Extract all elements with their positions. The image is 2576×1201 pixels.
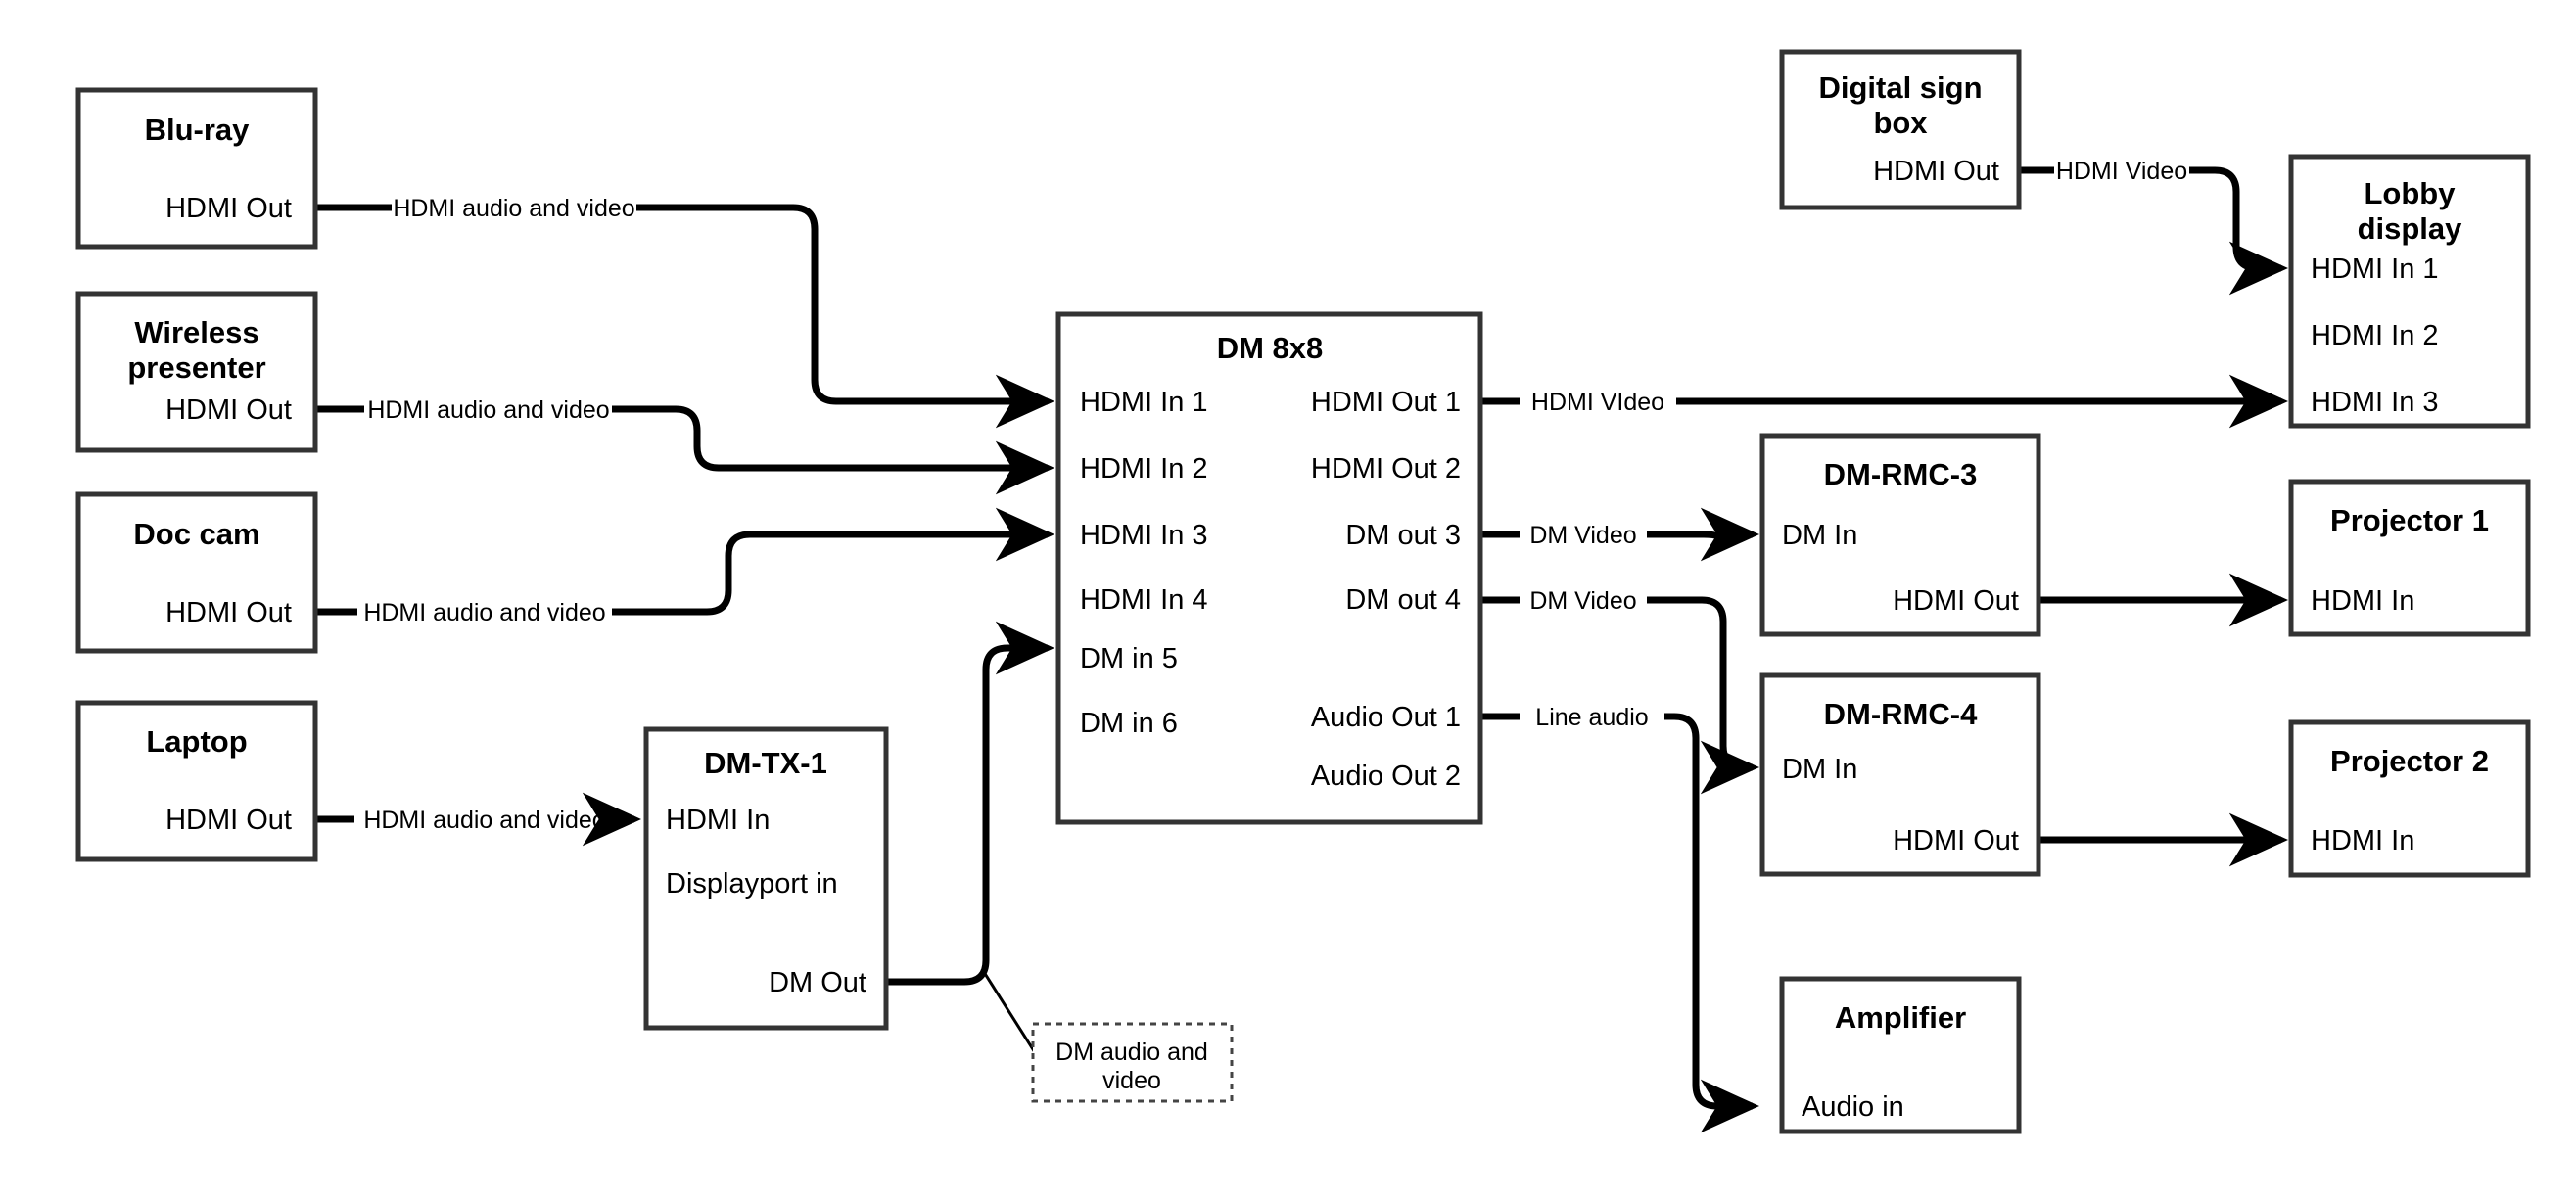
node-projector-1-title: Projector 1 — [2330, 503, 2489, 537]
edge-label-laptop-to-dmtx1: HDMI audio and video — [363, 807, 605, 834]
node-bluray[interactable]: Blu-ray HDMI Out — [75, 87, 318, 250]
node-dm-8x8-output-2: HDMI Out 2 — [1311, 453, 1461, 485]
node-dm-rmc-3-title: DM-RMC-3 — [1824, 457, 1978, 491]
node-wireless-presenter-title-line1: Wireless — [134, 315, 258, 349]
node-projector-2[interactable]: Projector 2 HDMI In — [2288, 719, 2531, 878]
node-lobby-display-input-1: HDMI In 1 — [2311, 254, 2439, 285]
note-dm-audio-and-video-line2: video — [1102, 1067, 1161, 1094]
node-dm-tx-1-port-dm-out: DM Out — [769, 967, 866, 998]
node-laptop-title: Laptop — [146, 724, 247, 759]
edge-label-doccam-to-dm-in3: HDMI audio and video — [363, 599, 605, 626]
edge-label-dmout4-to-rmc4: DM Video — [1529, 587, 1636, 615]
edge-label-audioout1-to-amplifier: Line audio — [1535, 704, 1648, 731]
node-projector-2-title: Projector 2 — [2330, 744, 2489, 778]
node-amplifier[interactable]: Amplifier Audio in — [1779, 976, 2022, 1134]
node-lobby-display-input-2: HDMI In 2 — [2311, 320, 2439, 351]
node-lobby-display[interactable]: Lobby display HDMI In 1 HDMI In 2 HDMI I… — [2288, 154, 2531, 429]
edge-label-bluray-to-dm-in1: HDMI audio and video — [393, 195, 634, 222]
node-doc-cam-port-hdmi-out: HDMI Out — [165, 597, 292, 628]
node-dm-rmc-3[interactable]: DM-RMC-3 DM In HDMI Out — [1759, 433, 2041, 637]
node-projector-2-port-hdmi-in: HDMI In — [2311, 825, 2414, 856]
node-dm-8x8-input-3: HDMI In 3 — [1080, 520, 1208, 551]
node-projector-1-box — [2288, 479, 2531, 637]
edge-label-dmout3-to-rmc3: DM Video — [1529, 522, 1636, 549]
edge-label-sign-to-lobby-in1: HDMI Video — [2056, 158, 2187, 185]
node-dm-8x8-output-3: DM out 3 — [1345, 520, 1461, 551]
note-dm-audio-and-video: DM audio and video — [1031, 1022, 1234, 1103]
node-bluray-title: Blu-ray — [145, 113, 251, 147]
node-dm-rmc-4-port-hdmi-out: HDMI Out — [1893, 825, 2019, 856]
node-digital-sign-box-port-hdmi-out: HDMI Out — [1873, 156, 1999, 187]
node-lobby-display-box — [2288, 154, 2531, 429]
node-lobby-display-title-line2: display — [2358, 211, 2463, 246]
node-doc-cam-box — [75, 491, 318, 654]
node-dm-8x8-input-1: HDMI In 1 — [1080, 387, 1208, 418]
node-dm-tx-1[interactable]: DM-TX-1 HDMI In Displayport in DM Out — [643, 726, 889, 1031]
node-dm-tx-1-port-displayport-in: Displayport in — [666, 868, 838, 900]
node-laptop[interactable]: Laptop HDMI Out — [75, 700, 318, 862]
node-wireless-presenter-box — [75, 291, 318, 453]
node-lobby-display-title-line1: Lobby — [2365, 176, 2457, 210]
node-bluray-port-hdmi-out: HDMI Out — [165, 193, 292, 224]
node-wireless-presenter-title-line2: presenter — [127, 350, 265, 385]
node-amplifier-title: Amplifier — [1835, 1000, 1966, 1035]
node-dm-8x8[interactable]: DM 8x8 HDMI In 1 HDMI In 2 HDMI In 3 HDM… — [1055, 311, 1483, 825]
edge-doccam-to-dm-in3 — [315, 534, 1048, 616]
node-digital-sign-box-rect — [1779, 49, 2022, 210]
edge-sign-to-lobby-in1 — [2019, 166, 2281, 268]
node-dm-tx-1-port-hdmi-in: HDMI In — [666, 805, 770, 836]
node-dm-rmc-4-title: DM-RMC-4 — [1824, 697, 1978, 731]
node-projector-1[interactable]: Projector 1 HDMI In — [2288, 479, 2531, 637]
node-dm-8x8-input-2: HDMI In 2 — [1080, 453, 1208, 485]
node-bluray-box — [75, 87, 318, 250]
node-dm-8x8-output-6: Audio Out 2 — [1311, 761, 1461, 792]
node-dm-rmc-4-port-dm-in: DM In — [1782, 754, 1857, 785]
edge-bluray-to-dm-in1 — [315, 204, 1048, 401]
node-digital-sign-box-title-line1: Digital sign — [1818, 70, 1982, 105]
node-dm-rmc-3-port-dm-in: DM In — [1782, 520, 1857, 551]
note-dm-audio-and-video-line1: DM audio and — [1055, 1039, 1208, 1066]
edge-dm-dmout4-to-rmc4 — [1480, 596, 1753, 767]
node-amplifier-box — [1779, 976, 2022, 1134]
node-dm-rmc-3-box — [1759, 433, 2041, 637]
node-amplifier-port-audio-in: Audio in — [1802, 1091, 1904, 1123]
edge-dm-audioout1-to-amplifier — [1480, 713, 1753, 1106]
note-leader-line — [980, 968, 1040, 1058]
edge-label-wireless-to-dm-in2: HDMI audio and video — [367, 396, 609, 424]
node-dm-rmc-4[interactable]: DM-RMC-4 DM In HDMI Out — [1759, 672, 2041, 877]
node-dm-8x8-box — [1055, 311, 1483, 825]
node-dm-8x8-title: DM 8x8 — [1217, 331, 1324, 365]
node-dm-tx-1-title: DM-TX-1 — [704, 746, 827, 780]
edge-dmtx1-to-dm-in5 — [886, 621, 1055, 986]
edge-wireless-to-dm-in2 — [315, 405, 1048, 468]
node-dm-8x8-output-4: DM out 4 — [1345, 584, 1461, 616]
edge-dm-dmout3-to-rmc3 — [1480, 525, 1753, 544]
node-projector-2-box — [2288, 719, 2531, 878]
node-dm-tx-1-box — [643, 726, 889, 1031]
node-dm-rmc-4-box — [1759, 672, 2041, 877]
node-wireless-presenter[interactable]: Wireless presenter HDMI Out — [75, 291, 318, 453]
node-dm-8x8-input-4: HDMI In 4 — [1080, 584, 1208, 616]
node-laptop-box — [75, 700, 318, 862]
node-doc-cam-title: Doc cam — [133, 517, 259, 551]
note-dm-audio-and-video-box — [1031, 1022, 1234, 1103]
node-wireless-presenter-port-hdmi-out: HDMI Out — [165, 394, 292, 426]
node-dm-rmc-3-port-hdmi-out: HDMI Out — [1893, 585, 2019, 617]
node-dm-8x8-output-5: Audio Out 1 — [1311, 702, 1461, 733]
node-projector-1-port-hdmi-in: HDMI In — [2311, 585, 2414, 617]
node-doc-cam[interactable]: Doc cam HDMI Out — [75, 491, 318, 654]
node-digital-sign-box-title-line2: box — [1873, 106, 1928, 140]
node-lobby-display-input-3: HDMI In 3 — [2311, 387, 2439, 418]
node-digital-sign-box[interactable]: Digital sign box HDMI Out — [1779, 49, 2022, 210]
edge-label-hdmiout1-to-lobby-in3: HDMI VIdeo — [1531, 389, 1664, 416]
node-dm-8x8-input-5: DM in 5 — [1080, 643, 1178, 674]
node-dm-8x8-input-6: DM in 6 — [1080, 708, 1178, 739]
node-laptop-port-hdmi-out: HDMI Out — [165, 805, 292, 836]
node-dm-8x8-output-1: HDMI Out 1 — [1311, 387, 1461, 418]
